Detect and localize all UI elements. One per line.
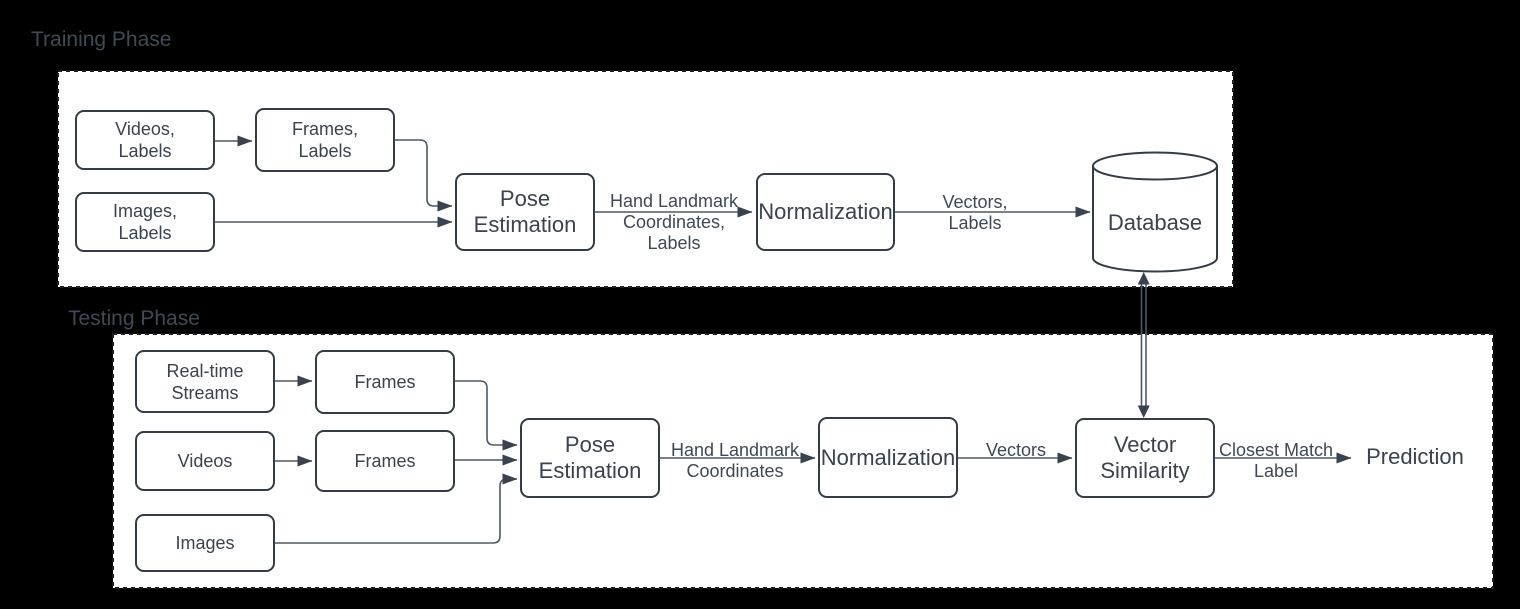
arrow-images-to-pose (275, 473, 518, 544)
edge-label-hand-landmark-testing: Hand Landmark Coordinates (670, 440, 800, 481)
arrow-framestop-to-pose (455, 380, 518, 451)
node-prediction-label: Prediction (1366, 444, 1464, 469)
node-label: Images (175, 533, 235, 553)
node-label: Labels (298, 141, 352, 161)
node-label: Streams (171, 382, 239, 403)
node-realtime-streams: Real-time Streams (135, 350, 275, 413)
node-label: Real-time (166, 360, 244, 381)
node-label: Videos (177, 451, 233, 471)
node-label: Labels (118, 141, 172, 161)
arrow-frameslabels-to-pose (395, 139, 453, 212)
node-label: Estimation (473, 212, 577, 237)
node-normalization-training: Normalization (756, 173, 895, 251)
node-frames-bottom: Frames (315, 430, 455, 492)
node-label: Normalization (820, 444, 956, 470)
node-frames-top: Frames (315, 350, 455, 414)
node-images-labels: Images, Labels (75, 192, 215, 252)
node-label: Frames, (291, 119, 358, 139)
edge-label-vectors-labels: Vectors, Labels (942, 192, 1008, 233)
testing-phase-title: Testing Phase (68, 307, 200, 330)
node-videos-labels: Videos, Labels (75, 110, 215, 170)
node-frames-labels: Frames, Labels (255, 108, 395, 172)
node-label: Videos, (115, 119, 175, 139)
training-phase-container (57, 70, 1234, 288)
node-label: Vector (1113, 432, 1177, 457)
node-normalization-testing: Normalization (818, 417, 958, 498)
node-pose-estimation-testing: Pose Estimation (520, 418, 660, 498)
node-videos: Videos (135, 431, 275, 491)
edge-label-closest-match: Closest Match Label (1218, 440, 1334, 481)
node-label: Labels (118, 223, 172, 243)
arrow-database-vectorsimilarity-bidirectional (1137, 272, 1150, 418)
edge-label-hand-landmark-training: Hand Landmark Coordinates, Labels (609, 191, 739, 253)
node-label: Pose (564, 432, 616, 457)
node-database-label: Database (1107, 210, 1203, 235)
node-pose-estimation-training: Pose Estimation (455, 173, 595, 251)
node-vector-similarity: Vector Similarity (1075, 418, 1215, 498)
node-label: Similarity (1100, 458, 1190, 483)
node-label: Normalization (758, 199, 893, 224)
node-label: Images, (112, 201, 178, 221)
node-label: Estimation (538, 458, 642, 483)
node-label: Frames (354, 372, 416, 392)
node-label: Pose (499, 186, 551, 211)
database-cylinder-icon (1092, 151, 1218, 273)
node-label: Frames (354, 451, 416, 471)
edge-label-vectors-testing: Vectors (985, 440, 1047, 460)
node-images: Images (135, 514, 275, 572)
training-phase-title: Training Phase (31, 28, 172, 51)
